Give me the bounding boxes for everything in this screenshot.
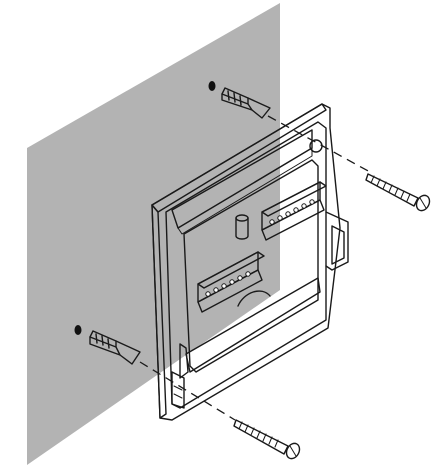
lower-terminal-block — [197, 251, 265, 313]
lower-screw — [233, 419, 301, 460]
mounting-plate — [151, 103, 349, 421]
center-post — [235, 214, 249, 240]
upper-screw — [365, 173, 431, 212]
upper-terminal-block — [261, 181, 327, 241]
lower-wall-hole — [74, 325, 82, 335]
lower-alignment-line — [139, 361, 236, 421]
lower-wall-plug — [89, 330, 141, 365]
upper-alignment-line — [267, 115, 371, 173]
upper-wall-hole — [208, 81, 216, 91]
upper-wall-plug — [221, 87, 271, 119]
